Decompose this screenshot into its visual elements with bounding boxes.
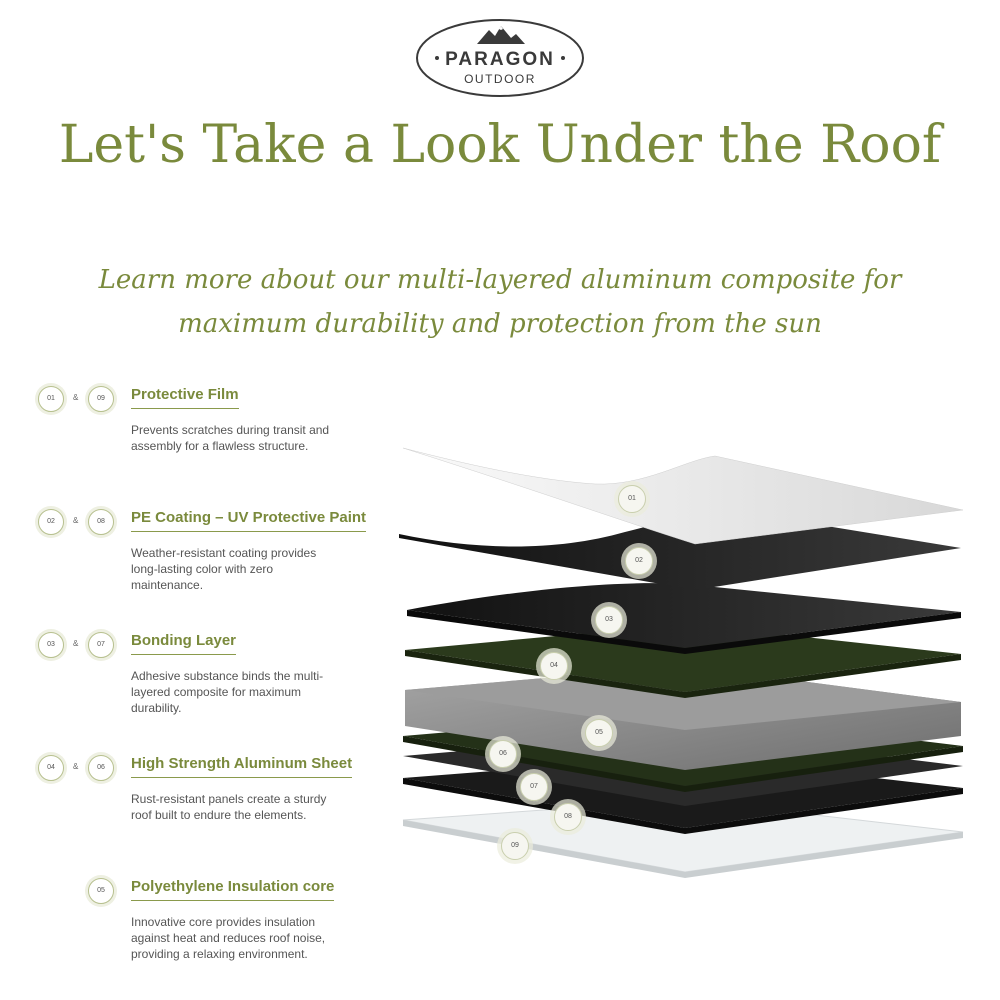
page-subtitle: Learn more about our multi-layered alumi… bbox=[98, 265, 902, 339]
ampersand: & bbox=[73, 762, 79, 771]
logo-oval bbox=[416, 19, 584, 97]
roof-layers-graphic bbox=[399, 447, 964, 878]
layer-badge: 09 bbox=[88, 386, 114, 412]
layer-marker: 03 bbox=[595, 606, 623, 634]
feature-title: Protective Film bbox=[131, 386, 239, 409]
layer-marker: 08 bbox=[554, 803, 582, 831]
layer-badge: 01 bbox=[38, 386, 64, 412]
ampersand: & bbox=[73, 393, 79, 402]
layer-marker: 04 bbox=[540, 652, 568, 680]
layer-marker: 07 bbox=[520, 773, 548, 801]
layer-badge: 04 bbox=[38, 755, 64, 781]
layer-marker: 02 bbox=[625, 547, 653, 575]
layer-protective-film-top bbox=[402, 447, 964, 545]
layer-marker: 05 bbox=[585, 719, 613, 747]
layer-badge: 06 bbox=[88, 755, 114, 781]
layer-badge: 07 bbox=[88, 632, 114, 658]
page-title: Let's Take a Look Under the Roof bbox=[58, 115, 942, 175]
feature-badges: 04 & 06 bbox=[36, 755, 126, 783]
feature-description: Prevents scratches during transit and as… bbox=[131, 423, 330, 453]
feature-title: PE Coating – UV Protective Paint bbox=[131, 509, 367, 532]
logo-subtext: OUTDOOR bbox=[464, 72, 536, 86]
layer-marker: 01 bbox=[618, 485, 646, 513]
layer-illustration: 01 02 03 04 05 06 07 08 09 bbox=[395, 440, 975, 895]
layer-bonding-top bbox=[407, 583, 961, 648]
layer-badge: 08 bbox=[88, 509, 114, 535]
feature-badges: 05 bbox=[36, 878, 126, 906]
mountain-icon bbox=[477, 26, 525, 44]
layer-marker: 09 bbox=[501, 832, 529, 860]
paragon-logo: PARAGON OUTDOOR bbox=[415, 18, 585, 98]
layer-pe-coating-top bbox=[399, 513, 961, 590]
ampersand: & bbox=[73, 639, 79, 648]
feature-description: Weather-resistant coating provides long-… bbox=[131, 546, 317, 592]
layer-badge: 03 bbox=[38, 632, 64, 658]
ampersand: & bbox=[73, 516, 79, 525]
feature-description: Innovative core provides insulation agai… bbox=[131, 915, 326, 961]
feature-title: Polyethylene Insulation core bbox=[131, 878, 335, 901]
layer-aluminum-top bbox=[405, 624, 961, 692]
layer-marker: 06 bbox=[489, 740, 517, 768]
layer-badge: 05 bbox=[88, 878, 114, 904]
feature-title: Bonding Layer bbox=[131, 632, 237, 655]
feature-description: Rust-resistant panels create a sturdy ro… bbox=[131, 792, 327, 822]
feature-title: High Strength Aluminum Sheet bbox=[131, 755, 353, 778]
feature-description: Adhesive substance binds the multi-layer… bbox=[131, 669, 324, 715]
feature-badges: 02 & 08 bbox=[36, 509, 126, 537]
layer-badge: 02 bbox=[38, 509, 64, 535]
feature-badges: 03 & 07 bbox=[36, 632, 126, 660]
logo-wordmark: PARAGON bbox=[445, 49, 555, 70]
feature-badges: 01 & 09 bbox=[36, 386, 126, 414]
